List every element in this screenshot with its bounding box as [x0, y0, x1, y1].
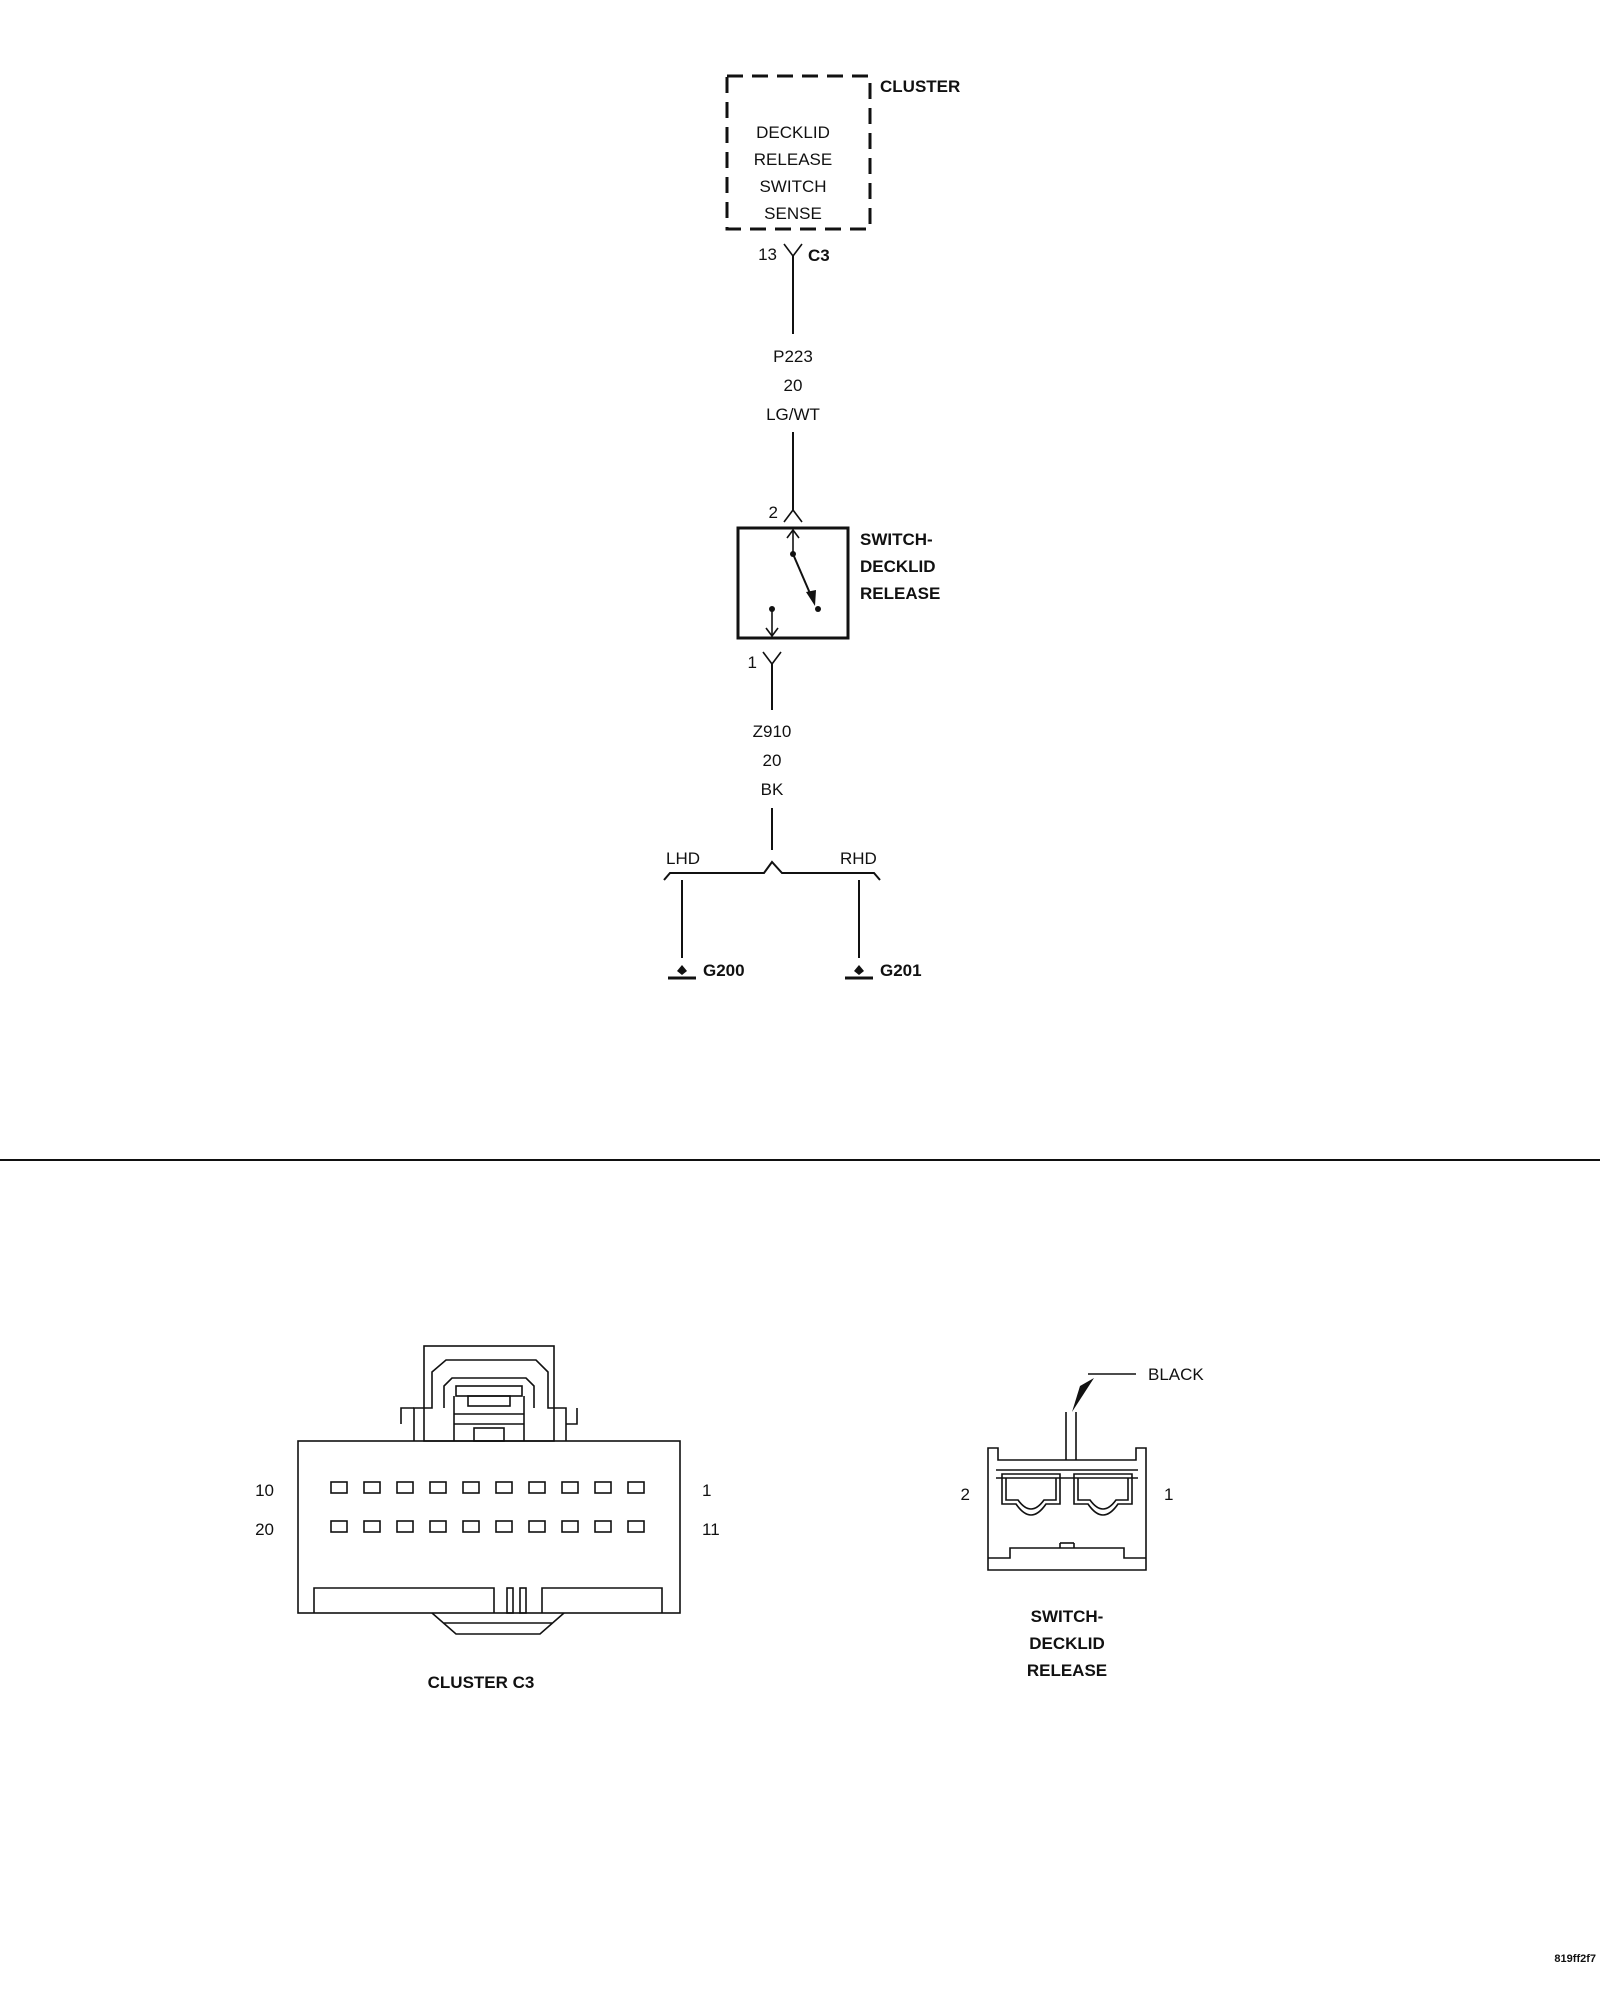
connector-body [297, 1440, 681, 1614]
wire-gauge-label: 20 [784, 376, 803, 395]
cluster-dashed-outline [725, 74, 872, 231]
cluster-function-line-3: SWITCH [759, 177, 826, 196]
lhd-rhd-branch: LHD RHD [663, 849, 881, 958]
pin-cavity [396, 1520, 414, 1533]
latch-window [473, 1427, 505, 1442]
switch-label-line-2: DECKLID [860, 557, 936, 576]
pin-cavity [561, 1520, 579, 1533]
male-terminal-symbol [783, 508, 803, 523]
branch-bracket [663, 860, 881, 881]
switch-label-line-3: RELEASE [860, 584, 940, 603]
branch-label-rhd: RHD [840, 849, 877, 868]
wire-circuit-label: Z910 [753, 722, 792, 741]
connector-key [506, 1587, 514, 1614]
latch-bar [467, 1395, 511, 1407]
switch-contact-dot [815, 606, 821, 612]
switch-connector-title-line-1: SWITCH- [1031, 1607, 1104, 1626]
cluster-function-line-1: DECKLID [756, 123, 830, 142]
pin-cavity [528, 1481, 546, 1494]
switch-pin-bottom: 1 [748, 653, 757, 672]
callout-arrowhead [1072, 1378, 1094, 1412]
pin-cavity [627, 1481, 645, 1494]
switch-connector-pin-left: 2 [961, 1485, 970, 1504]
ground-symbol-diamond [854, 965, 864, 975]
latch-bar [455, 1385, 523, 1397]
pin-cavity [429, 1481, 447, 1494]
cluster-connector-label: C3 [808, 246, 830, 265]
cluster-function-line-4: SENSE [764, 204, 822, 223]
cluster-c3-pin: 13 C3 [758, 243, 830, 265]
pin-cavity [363, 1481, 381, 1494]
switch-connector-body [987, 1447, 1147, 1571]
wire-gauge-label: 20 [763, 751, 782, 770]
ground-g200: G200 [668, 961, 745, 980]
latch-shoulders [413, 1359, 567, 1441]
connector-bottom-rail [313, 1587, 663, 1613]
switch-blade [792, 553, 813, 599]
ground-g201: G201 [845, 961, 922, 980]
pin-cavity [363, 1520, 381, 1533]
wire-color-label: BK [761, 780, 784, 799]
pin-cavity [330, 1520, 348, 1533]
switch-connector-color-callout: BLACK [1148, 1365, 1204, 1384]
c3-row2-right-pin: 11 [702, 1520, 720, 1539]
wire-p223: P223 20 LG/WT 2 [766, 256, 820, 523]
switch-connector-view: BLACK 2 1 SWITCH- DECKLID RELEASE [961, 1365, 1205, 1680]
switch-connector-pin-right: 1 [1164, 1485, 1173, 1504]
pin-cavity [396, 1481, 414, 1494]
pin-cavity [462, 1481, 480, 1494]
female-terminal-symbol [783, 243, 803, 258]
pin-cavity [528, 1520, 546, 1533]
pin-cavity [594, 1481, 612, 1494]
pin-cavity [561, 1481, 579, 1494]
pin-cavity [429, 1520, 447, 1533]
c3-row1-left-pin: 10 [255, 1481, 274, 1500]
latch-inner [443, 1377, 535, 1408]
latch-tabs [400, 1407, 578, 1425]
cluster-c3-connector-view: 10 1 20 11 CLUSTER C3 [255, 1345, 720, 1692]
pin-cavity [495, 1481, 513, 1494]
pin-cavity [330, 1481, 348, 1494]
switch-arrow-bottom [765, 627, 779, 638]
switch-connector-title-line-3: RELEASE [1027, 1661, 1107, 1680]
switch-connector-title-line-2: DECKLID [1029, 1634, 1105, 1653]
pin-cavity [462, 1520, 480, 1533]
wire-circuit-label: P223 [773, 347, 813, 366]
switch-cavity-1-inner [1077, 1478, 1129, 1510]
cluster-function-line-2: RELEASE [754, 150, 832, 169]
pin-cavity [594, 1520, 612, 1533]
pin-cavities [330, 1481, 645, 1533]
switch-cavity-1 [1073, 1473, 1133, 1516]
pin-cavity [627, 1520, 645, 1533]
c3-row1-right-pin: 1 [702, 1481, 711, 1500]
ground-symbol-diamond [677, 965, 687, 975]
ground-label-g201: G201 [880, 961, 922, 980]
female-terminal-symbol [762, 651, 782, 666]
switch-connector-base [988, 1547, 1146, 1559]
cluster-pin-number: 13 [758, 245, 777, 264]
pin-cavity [495, 1520, 513, 1533]
ground-label-g200: G200 [703, 961, 745, 980]
switch-pin-top: 2 [769, 503, 778, 522]
switch-label-line-1: SWITCH- [860, 530, 933, 549]
switch-cavity-2 [1001, 1473, 1061, 1516]
decklid-release-switch: SWITCH- DECKLID RELEASE [736, 526, 940, 640]
switch-pin-bottom-terminal: 1 [748, 651, 782, 672]
switch-blade-arrowhead [806, 590, 816, 606]
cluster-label: CLUSTER [880, 77, 960, 96]
switch-arrow-top [786, 528, 800, 539]
connector-key [519, 1587, 527, 1614]
cluster-module: CLUSTER DECKLID RELEASE SWITCH SENSE [725, 74, 960, 231]
figure-code: 819ff2f7 [1554, 1953, 1596, 1965]
connector-latch [400, 1345, 578, 1442]
wire-color-label: LG/WT [766, 405, 820, 424]
c3-row2-left-pin: 20 [255, 1520, 274, 1539]
switch-cavity-2-inner [1005, 1478, 1057, 1510]
cluster-c3-title: CLUSTER C3 [428, 1673, 535, 1692]
wire-z910: Z910 20 BK [753, 664, 792, 850]
branch-label-lhd: LHD [666, 849, 700, 868]
